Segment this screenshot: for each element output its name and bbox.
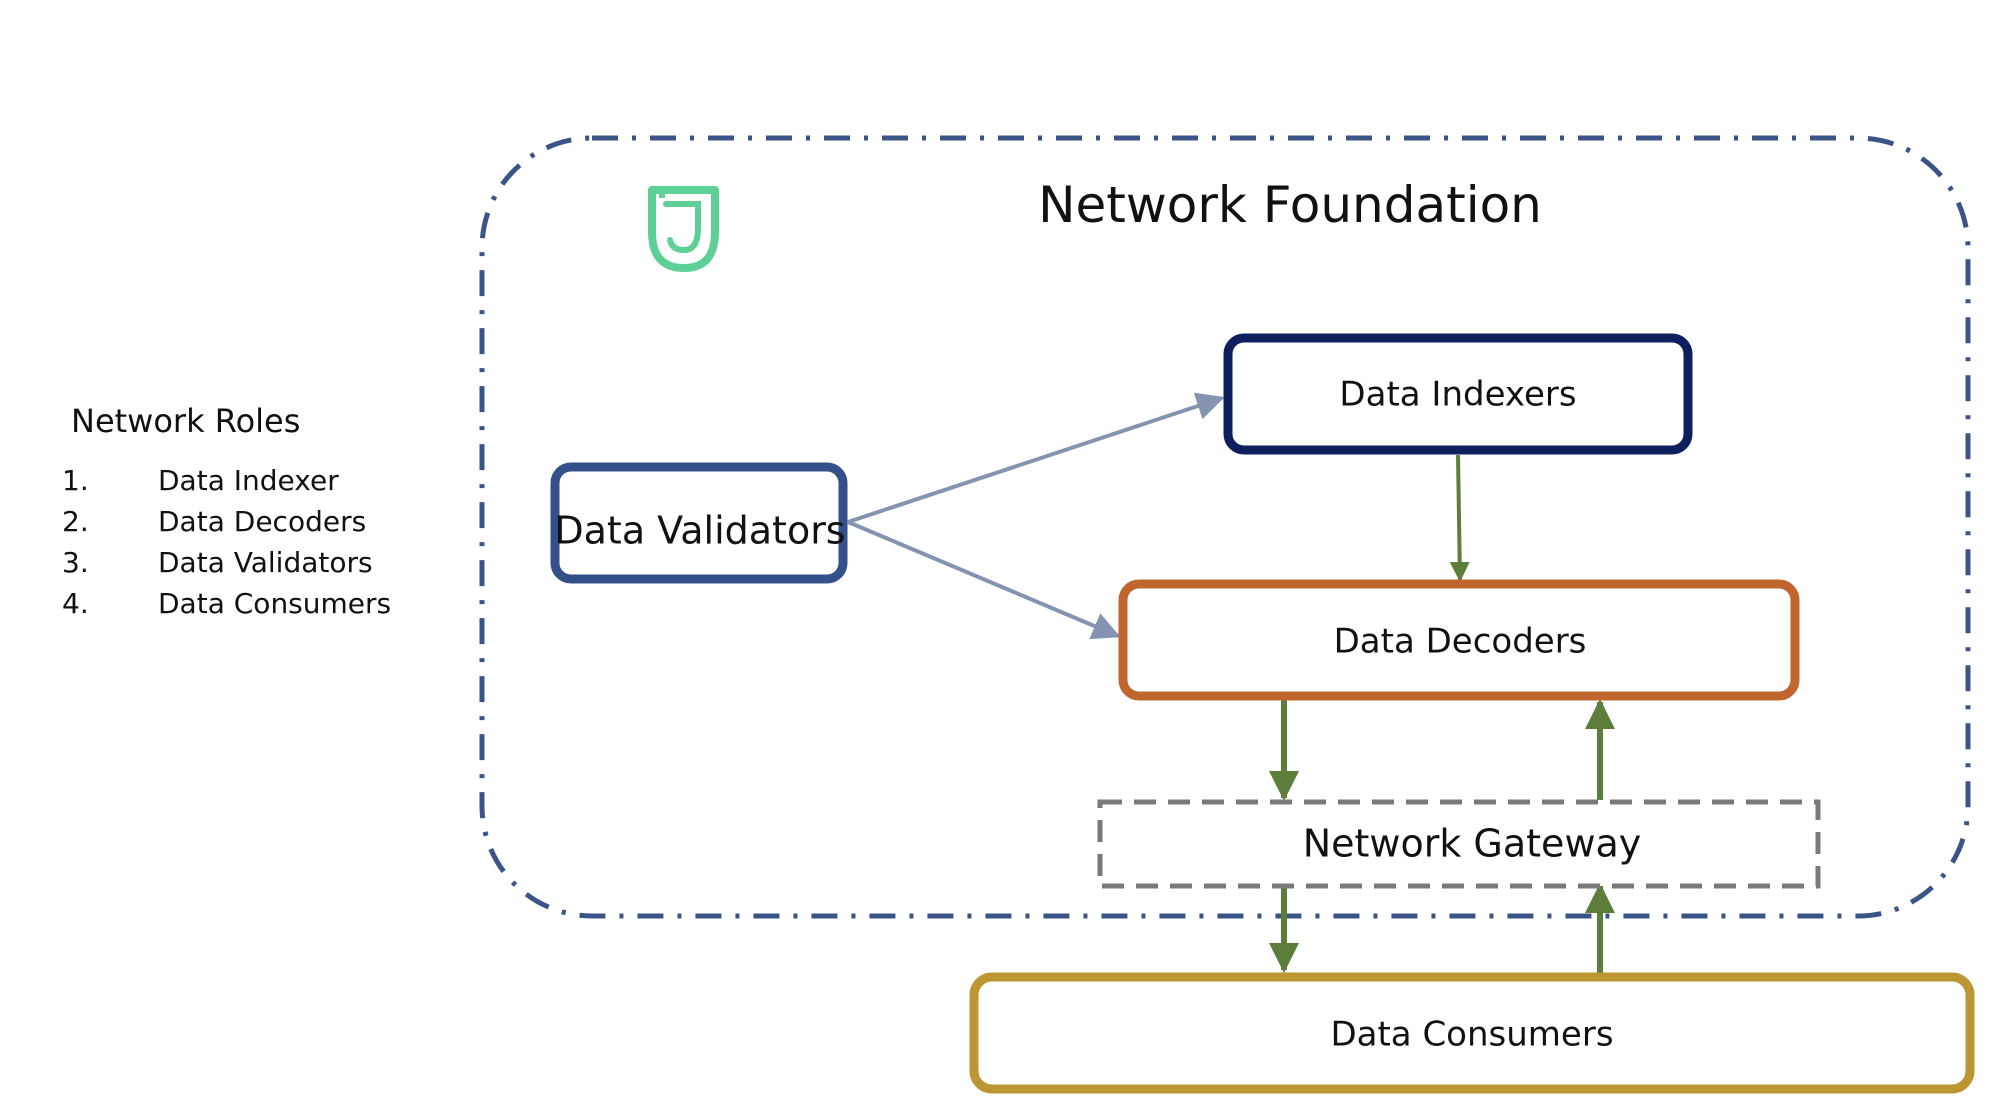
node-data-consumers: Data Consumers xyxy=(969,972,1975,1094)
role-number: 1. xyxy=(62,464,89,497)
role-label: Data Decoders xyxy=(158,505,366,538)
node-label: Network Gateway xyxy=(1303,822,1642,866)
role-number: 4. xyxy=(62,587,89,620)
node-network-gateway: Network Gateway xyxy=(1097,799,1821,889)
node-label: Data Consumers xyxy=(1330,1015,1613,1055)
node-data-indexers: Data Indexers xyxy=(1223,333,1693,455)
role-label: Data Consumers xyxy=(158,587,391,620)
network-foundation-container xyxy=(479,135,1971,919)
edge-validators-to-decoders xyxy=(847,520,1121,640)
shield-u-logo-icon xyxy=(648,186,719,272)
network-roles-list: Network Roles 1. Data Indexer 2. Data De… xyxy=(62,402,391,620)
node-data-validators: Data Validators xyxy=(550,462,848,584)
roles-title: Network Roles xyxy=(71,402,300,440)
foundation-title: Network Foundation xyxy=(1038,176,1542,234)
role-label: Data Validators xyxy=(158,546,373,579)
role-label: Data Indexer xyxy=(158,464,339,497)
node-label: Data Decoders xyxy=(1334,622,1587,662)
node-label: Data Validators xyxy=(554,509,845,553)
node-label: Data Indexers xyxy=(1339,375,1576,415)
role-number: 3. xyxy=(62,546,89,579)
node-data-decoders: Data Decoders xyxy=(1118,579,1800,701)
edge-validators-to-indexers xyxy=(847,392,1225,524)
role-number: 2. xyxy=(62,505,89,538)
edge-indexers-to-decoders xyxy=(1449,454,1470,582)
